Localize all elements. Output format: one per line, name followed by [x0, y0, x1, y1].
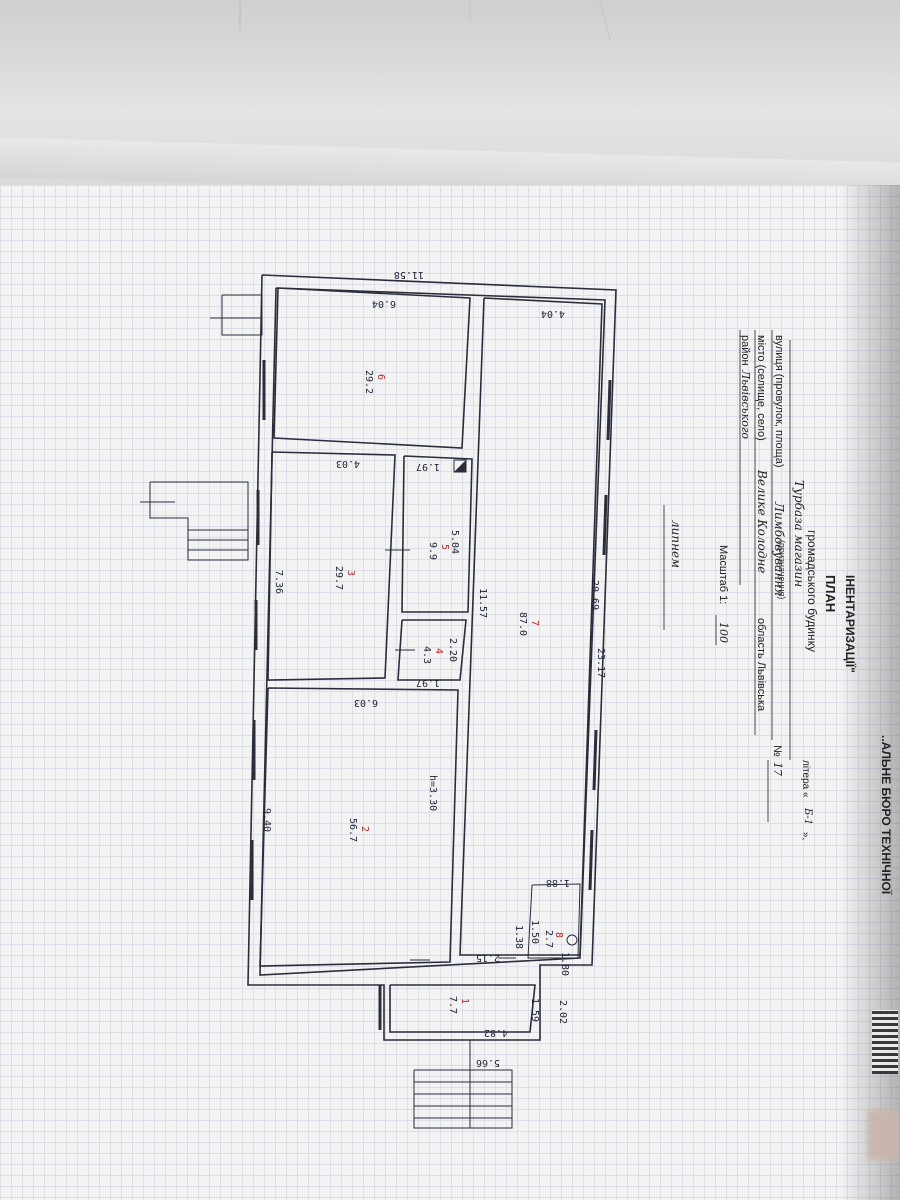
svg-text:56.7: 56.7 — [347, 818, 358, 842]
dim-r7-l: 20.69 — [589, 580, 600, 610]
title-block: ..АЛЬНЕ БЮРО ТЕХНІЧНОЇ ІНЕНТАРИЗАЦІЇ" ПЛ… — [663, 330, 894, 895]
svg-text:7: 7 — [529, 620, 540, 626]
svg-text:3: 3 — [345, 570, 356, 576]
svg-text:9.9: 9.9 — [427, 542, 438, 560]
dim-r2-l: 9.40 — [261, 808, 272, 832]
dim-r6-w: 6.04 — [372, 298, 396, 309]
date-value: липнем — [669, 520, 683, 568]
dim-overall-length: 23.17 — [595, 648, 606, 678]
dim-r5-l: 5.04 — [449, 530, 460, 554]
letter-label: літера « — [800, 760, 811, 798]
dim-r3-l: 7.36 — [273, 570, 284, 594]
purpose-caption: (призначення) — [777, 540, 787, 599]
dim-vest-b: 2.02 — [557, 1000, 568, 1024]
svg-text:2.7: 2.7 — [543, 930, 554, 948]
svg-text:87.0: 87.0 — [517, 612, 528, 636]
purpose-value: Турбаза магазин — [792, 480, 806, 587]
room-labels: 6 29.2 3 29.7 5 9.9 4 4.3 7 87.0 2 56.7 … — [333, 370, 564, 1014]
dim-r8-c: 1.38 — [513, 925, 524, 949]
dim-vest-d: 4.82 — [484, 1027, 508, 1038]
dim-overall-width: 11.58 — [394, 269, 424, 280]
room-1-label: 1 7.7 — [447, 996, 470, 1014]
number-value: 17 — [771, 762, 784, 776]
scale-label: Масштаб 1: — [717, 545, 729, 604]
plan-title: ПЛАН — [823, 575, 838, 612]
svg-text:5: 5 — [439, 544, 450, 550]
city-label: місто (селище, село) — [755, 335, 767, 441]
header-stamp: ІНЕНТАРИЗАЦІЇ" — [843, 575, 858, 673]
room-5-label: 5 9.9 — [427, 542, 450, 560]
building-walls — [140, 274, 617, 1129]
svg-text:1: 1 — [459, 998, 470, 1004]
room-4-label: 4 4.3 — [421, 646, 444, 664]
svg-text:6: 6 — [375, 374, 386, 380]
dim-r3-w: 4.03 — [336, 458, 360, 469]
letter-close: », — [800, 832, 811, 840]
district-label: район — [739, 335, 751, 366]
svg-text:7.7: 7.7 — [447, 996, 458, 1014]
room-7-label: 7 87.0 — [517, 612, 540, 636]
dim-vest-a: 2.15 — [476, 952, 500, 963]
street-label: вулиця (провулок, площа) — [773, 335, 785, 467]
dim-height: h=3.30 — [427, 775, 438, 811]
dim-r5-w: 1.97 — [416, 461, 440, 472]
room-8-label: 8 2.7 — [543, 930, 564, 948]
dim-r4-l: 2.20 — [447, 638, 458, 662]
header-bureau: ..АЛЬНЕ БЮРО ТЕХНІЧНОЇ — [879, 735, 894, 895]
dim-vest-e: 5.66 — [476, 1057, 500, 1068]
dim-r8-d: 1.80 — [559, 952, 570, 976]
dim-r8-b: 1.50 — [529, 920, 540, 944]
svg-text:8: 8 — [553, 932, 564, 938]
dim-r8-a: 1.88 — [546, 877, 570, 888]
room-3-label: 3 29.7 — [333, 566, 356, 590]
dim-r7-l2: 11.57 — [477, 588, 488, 618]
dimensions: 11.58 6.04 4.04 4.03 1.97 5.04 20.69 11.… — [261, 269, 606, 1068]
district-value: Львівського — [739, 369, 752, 439]
svg-text:4: 4 — [433, 648, 444, 654]
svg-text:4.3: 4.3 — [421, 646, 432, 664]
qr-code-icon — [872, 1010, 898, 1074]
scale-value: 100 — [717, 622, 730, 643]
dim-r2-w: 6.03 — [354, 697, 378, 708]
region-label: область Львівська — [755, 618, 767, 712]
room-6-label: 6 29.2 — [363, 370, 386, 394]
number-label: № — [771, 745, 783, 757]
dim-r4-w: 1.97 — [416, 677, 440, 688]
street-value: Лимбовування — [772, 501, 786, 596]
inventory-sheet — [0, 185, 900, 1200]
previous-page — [0, 0, 900, 203]
svg-text:29.7: 29.7 — [333, 566, 344, 590]
dim-r7-w: 4.04 — [541, 308, 565, 319]
room-2-label: 2 56.7 — [347, 818, 370, 842]
dim-vest-c: 1.59 — [529, 998, 540, 1022]
redacted-block — [868, 1110, 898, 1160]
svg-text:2: 2 — [359, 826, 370, 832]
svg-text:29.2: 29.2 — [363, 370, 374, 394]
city-value: Велике Колодне — [755, 469, 769, 573]
letter-value: Б-1 — [802, 807, 813, 825]
plan-subtitle: громадського будинку — [805, 530, 819, 652]
